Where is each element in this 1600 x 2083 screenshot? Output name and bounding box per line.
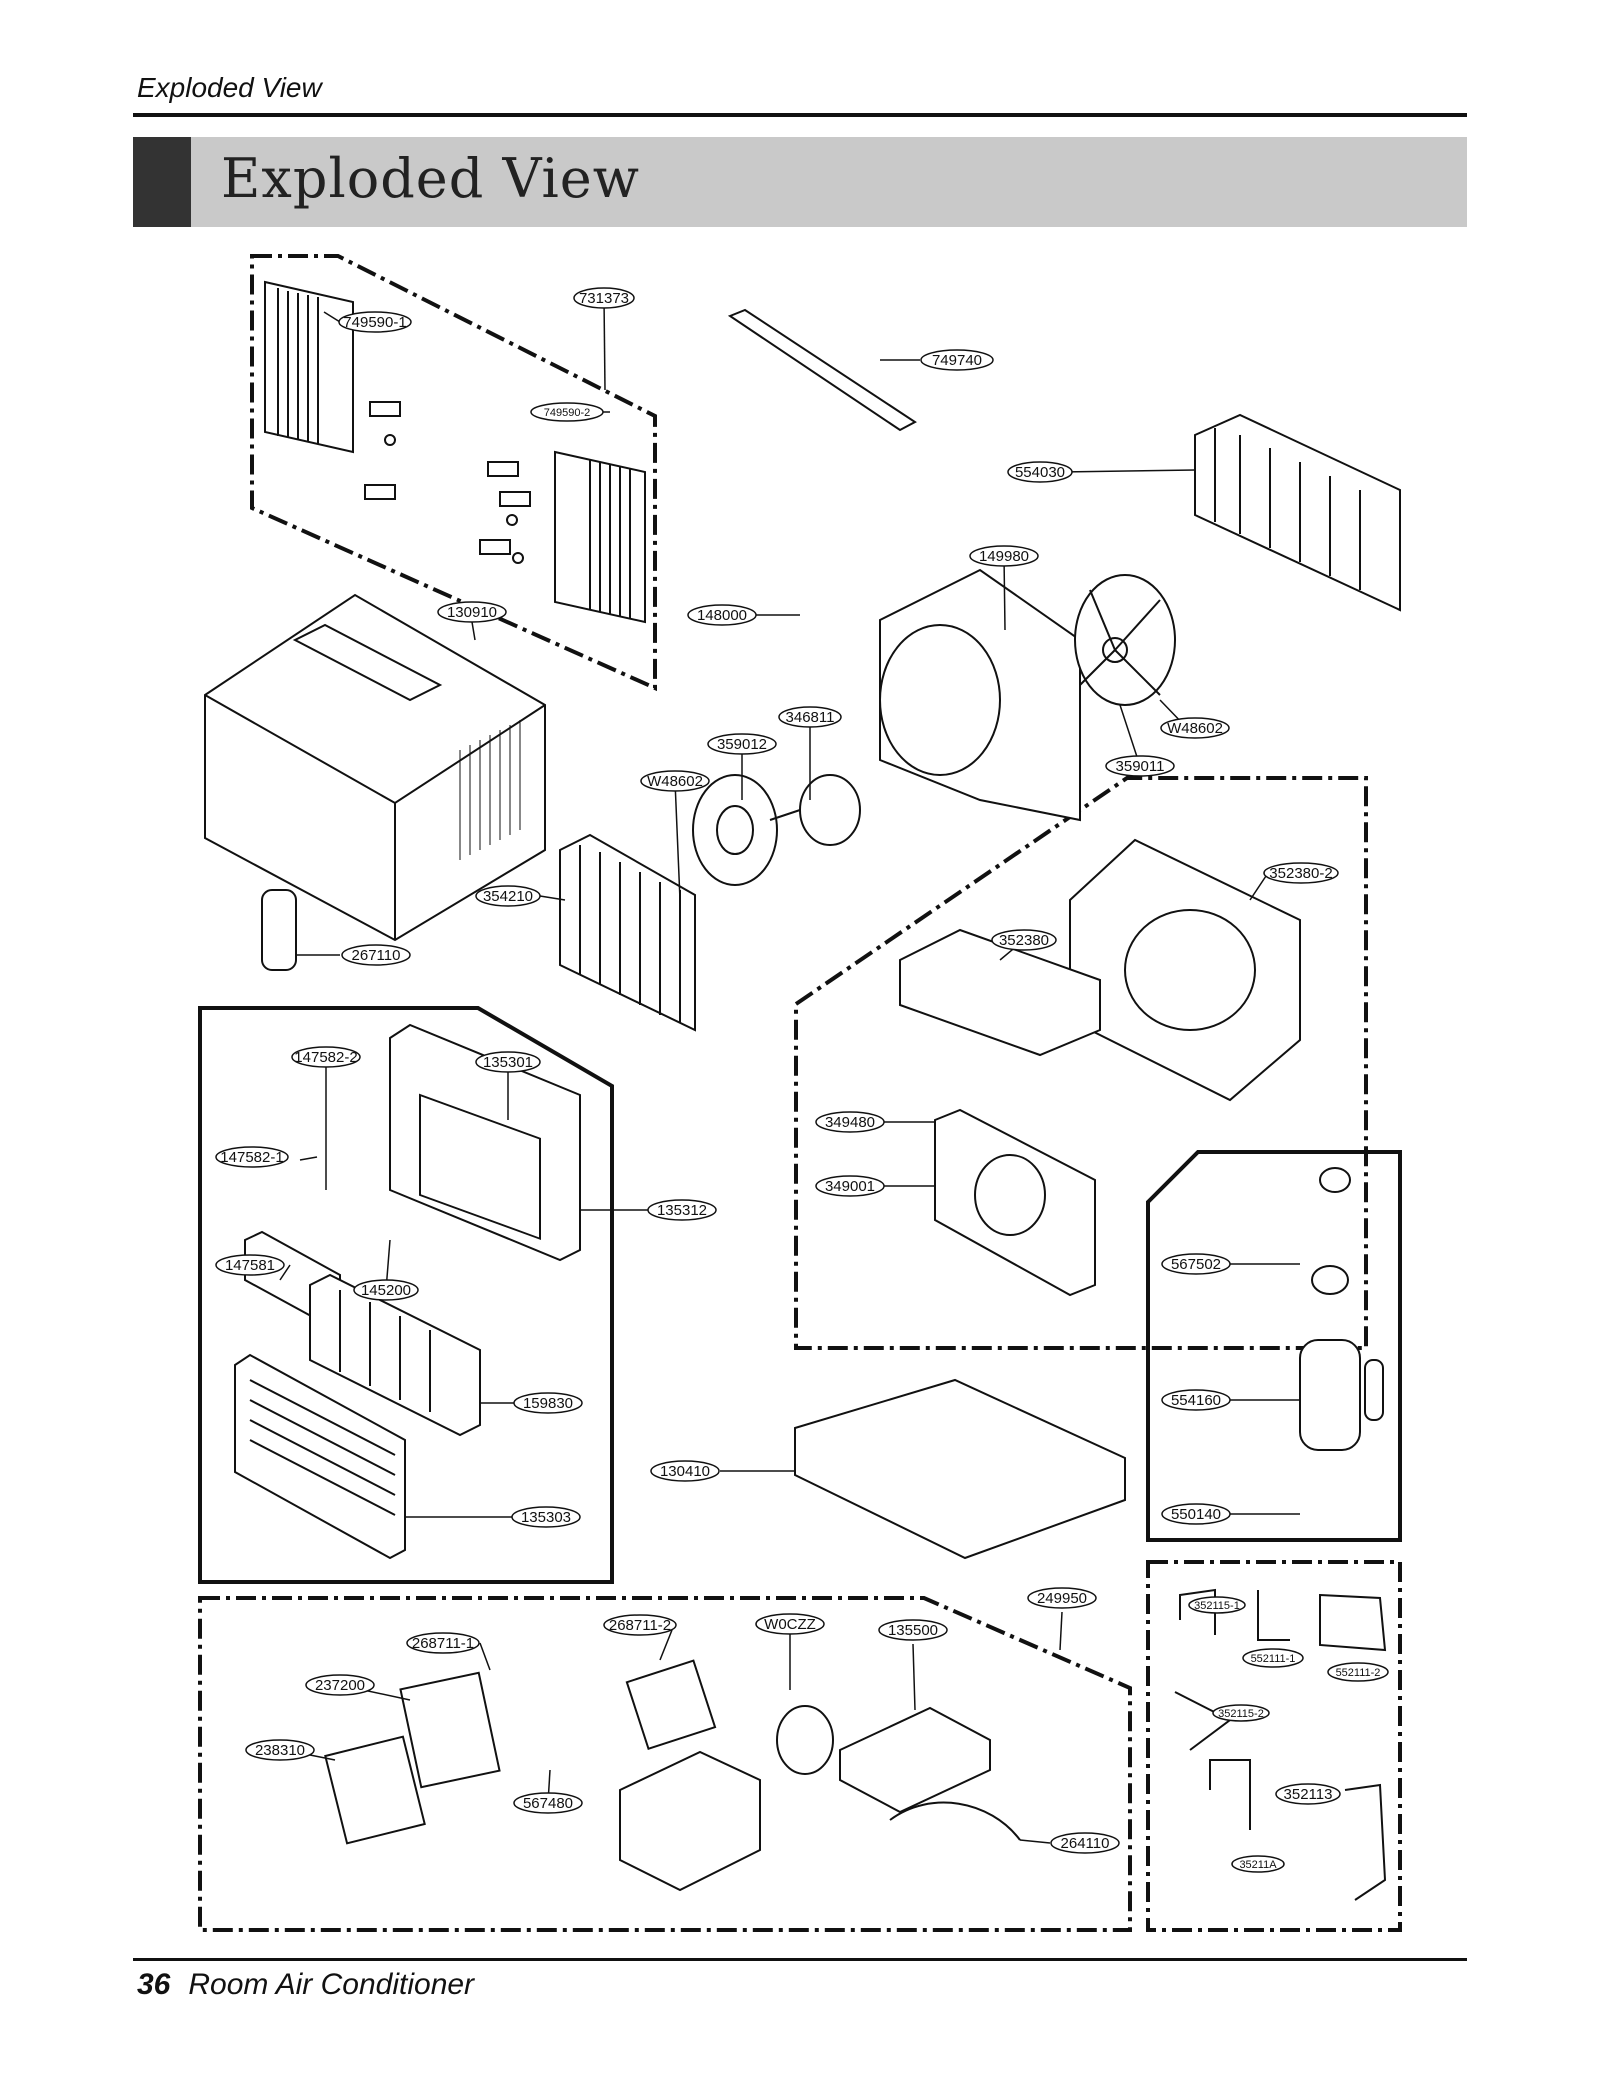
label-135303: 135303: [521, 1509, 571, 1526]
label-567502: 567502: [1171, 1256, 1221, 1273]
label-135500: 135500: [888, 1622, 938, 1639]
label-149980: 149980: [979, 548, 1029, 565]
label-148000: 148000: [697, 607, 747, 624]
label-749740: 749740: [932, 352, 982, 369]
label-bubbles: [215, 287, 1389, 1873]
label-267110: 267110: [352, 947, 401, 964]
footer-rule: [133, 1958, 1467, 1961]
label-268711-2: 268711-2: [609, 1617, 671, 1634]
control-box-249950: [619, 1750, 761, 1892]
label-552111-2: 552111-2: [1336, 1667, 1381, 1679]
pcb-268711-2: [625, 1659, 717, 1751]
label-147582-2: 147582-2: [294, 1049, 357, 1066]
label-147582-1: 147582-1: [220, 1149, 283, 1166]
exploded-view-diagram: 749590-1 731373 749740 749590-2 554030 1…: [198, 254, 1402, 1932]
label-135301: 135301: [483, 1054, 533, 1071]
group-outline-compressor: [1146, 1150, 1402, 1542]
label-554160: 554160: [1171, 1392, 1221, 1409]
side-curtain-right: [554, 450, 646, 624]
pipe-35211A: [1344, 1783, 1387, 1901]
label-749590-2: 749590-2: [544, 407, 591, 419]
label-352380-2: 352380-2: [1269, 865, 1332, 882]
tray-352380: [899, 928, 1101, 1057]
label-731373: 731373: [579, 290, 629, 307]
blower-housing-352380-2: [1069, 838, 1301, 1102]
label-159830: 159830: [523, 1395, 573, 1412]
label-554030: 554030: [1015, 464, 1065, 481]
cabinet-louvers: [459, 720, 521, 860]
label-346811: 346811: [786, 709, 835, 726]
top-bar-749740: [727, 308, 917, 432]
banner-accent-block: [133, 137, 191, 227]
label-135312: 135312: [657, 1202, 707, 1219]
control-panel-238310: [324, 1735, 426, 1845]
label-35211A: 35211A: [1239, 1859, 1277, 1871]
remote-267110: [261, 889, 297, 971]
label-264110: 264110: [1061, 1835, 1110, 1852]
label-W0CZZ: W0CZZ: [764, 1616, 816, 1633]
page-footer: 36 Room Air Conditioner: [137, 1968, 474, 2002]
label-W48602-b: W48602: [1167, 720, 1223, 737]
page-number: 36: [137, 1968, 171, 2001]
label-354210: 354210: [483, 888, 533, 905]
motor-346811: [769, 774, 861, 846]
label-268711-1: 268711-1: [412, 1635, 474, 1652]
orifice-349480: [934, 1108, 1096, 1297]
label-359012: 359012: [717, 736, 767, 753]
pipe-552111-1: [1257, 1590, 1290, 1641]
label-352115-2: 352115-2: [1218, 1708, 1264, 1720]
header-rule: [133, 113, 1467, 117]
banner-title: Exploded View: [221, 147, 640, 210]
group-outline-electrical: [198, 1596, 1132, 1932]
compressor-554160: [1299, 1167, 1384, 1451]
wire-harness-264110: [889, 1801, 1021, 1841]
title-banner: Exploded View: [133, 137, 1467, 227]
label-130410: 130410: [660, 1463, 710, 1480]
base-pan-130410: [794, 1378, 1126, 1560]
capacitor-W0CZZ: [776, 1705, 834, 1775]
label-130910: 130910: [447, 604, 497, 621]
label-352115-1: 352115-1: [1194, 1600, 1240, 1612]
label-145200: 145200: [361, 1282, 411, 1299]
shroud-149980: [879, 568, 1081, 822]
label-349480: 349480: [825, 1114, 875, 1131]
group-outline-top-left: [250, 254, 657, 692]
panel-135303: [234, 1353, 406, 1560]
pcb-237200: [399, 1671, 501, 1789]
label-238310: 238310: [255, 1742, 305, 1759]
side-curtain-left: [264, 280, 354, 454]
section-header-title: Exploded View: [137, 72, 322, 103]
evaporator-354210: [559, 833, 696, 1032]
front-grille-135301: [389, 1023, 581, 1262]
document-title: Room Air Conditioner: [188, 1968, 475, 2001]
label-349001: 349001: [825, 1178, 875, 1195]
group-outline-front-grille: [198, 1006, 614, 1584]
label-249950: 249950: [1037, 1590, 1087, 1607]
label-147581: 147581: [225, 1257, 275, 1274]
bracket-135500: [839, 1706, 991, 1814]
label-352113: 352113: [1284, 1786, 1333, 1803]
label-552111-1: 552111-1: [1251, 1653, 1296, 1665]
filter-159830: [309, 1273, 481, 1437]
pipe-552111-2: [1319, 1593, 1387, 1652]
blower-wheel-359012: [692, 774, 778, 886]
group-outline-piping: [1146, 1560, 1402, 1932]
pipe-352115-2: [1174, 1691, 1232, 1751]
group-outline-blower: [794, 776, 1368, 1350]
label-550140: 550140: [1171, 1506, 1221, 1523]
label-237200: 237200: [315, 1677, 365, 1694]
mounting-brackets: [364, 401, 531, 564]
label-567480: 567480: [523, 1795, 573, 1812]
label-749590-1: 749590-1: [343, 314, 406, 331]
fan-359011: [1074, 574, 1176, 706]
label-352380: 352380: [999, 932, 1049, 949]
label-359011: 359011: [1116, 758, 1165, 775]
condenser-554030: [1194, 413, 1401, 612]
pipe-352113: [1209, 1759, 1251, 1830]
label-W48602-a: W48602: [647, 773, 703, 790]
